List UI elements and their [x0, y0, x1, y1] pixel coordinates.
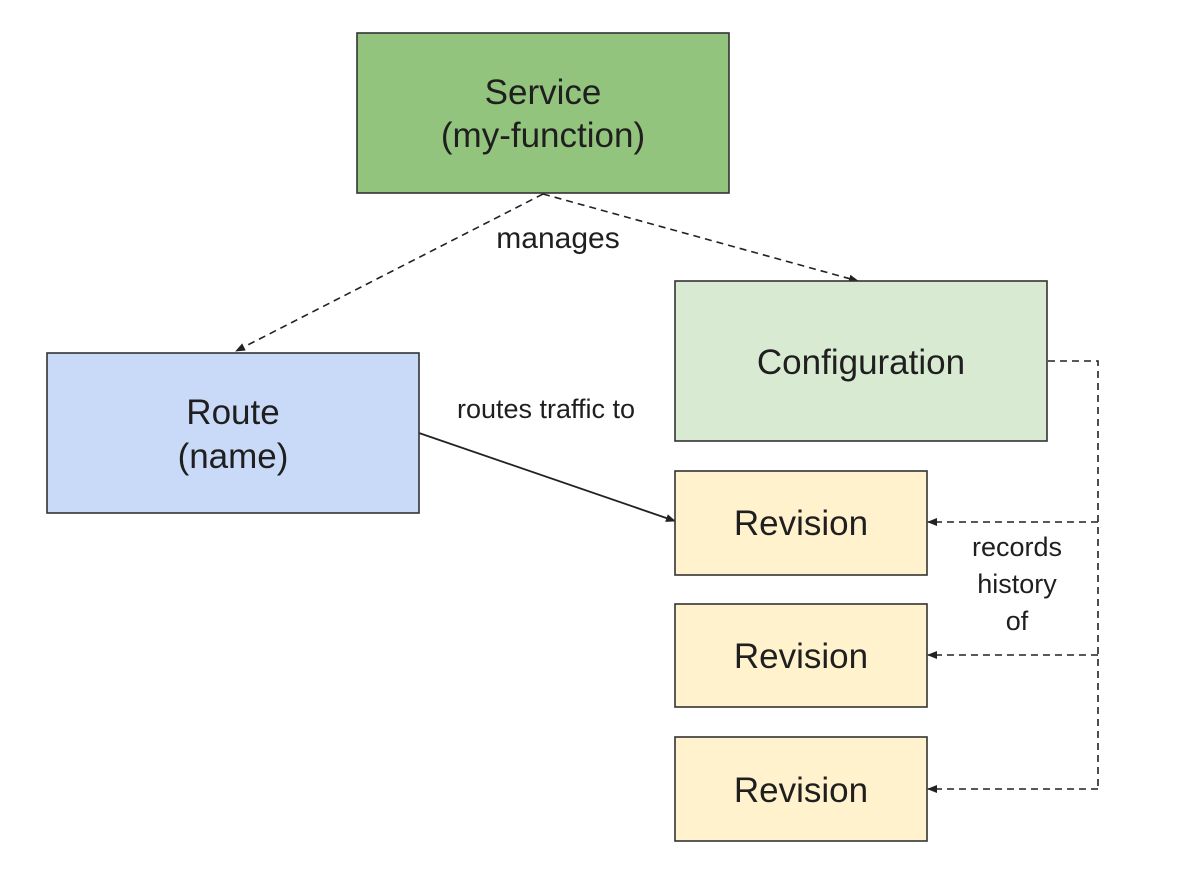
configuration-title: Configuration [757, 343, 965, 382]
records-history-trunk [1048, 360, 1099, 789]
route-subtitle: (name) [178, 437, 289, 476]
route-title: Route [186, 393, 279, 432]
revision-box [674, 470, 928, 576]
records-history-label-line-2: history [977, 569, 1057, 599]
revision-node[interactable]: Revision [674, 736, 928, 842]
service-subtitle: (my-function) [441, 116, 645, 155]
manages-edge-configuration [542, 193, 859, 283]
configuration-node[interactable]: Configuration [674, 280, 1048, 442]
route-node[interactable]: Route (name) [46, 352, 420, 514]
service-title: Service [485, 73, 602, 112]
route-box [46, 352, 420, 514]
configuration-box [674, 280, 1048, 442]
service-box [356, 32, 730, 194]
manages-edge-route [235, 193, 544, 352]
revision-node[interactable]: Revision [674, 470, 928, 576]
revision-label: Revision [734, 637, 868, 676]
revision-box [674, 603, 928, 708]
revision-node[interactable]: Revision [674, 603, 928, 708]
manages-label: manages [496, 222, 619, 255]
revision-label: Revision [734, 504, 868, 543]
service-node[interactable]: Service (my-function) [356, 32, 730, 194]
revision-box [674, 736, 928, 842]
routes-traffic-label: routes traffic to [457, 394, 635, 424]
records-history-label-line-3: of [1006, 606, 1029, 636]
routes-traffic-edge [418, 432, 676, 522]
records-history-label-line-1: records [972, 532, 1062, 562]
revision-label: Revision [734, 771, 868, 810]
